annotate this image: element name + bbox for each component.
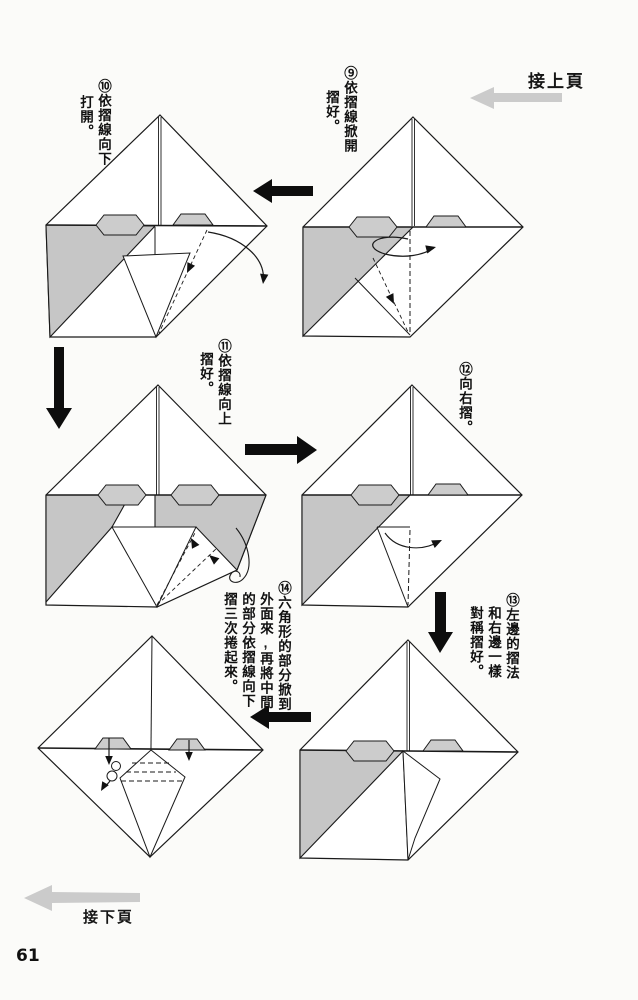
fold-line	[158, 229, 208, 334]
fold-arrow	[229, 527, 250, 583]
caption-line: 和右邊一樣	[486, 606, 501, 679]
step-12-caption: ⑫向右摺。	[455, 362, 473, 447]
hexagon-tab	[97, 484, 147, 506]
caption-line: 對稱摺好。	[468, 606, 483, 679]
caption-line: 摺好。	[324, 90, 339, 134]
step-13-diagram	[299, 639, 519, 861]
roll-curl-icon	[111, 761, 121, 771]
step-14-diagram	[37, 635, 264, 859]
hexagon-tab	[348, 216, 398, 238]
caption-line: 外面來,再將中間	[258, 592, 273, 710]
roll-curl-icon	[106, 770, 118, 782]
step-12-diagram	[301, 384, 523, 608]
step-10-diagram	[45, 114, 269, 339]
caption-line: ⑪依摺線向上	[216, 339, 231, 426]
trapezoid-tab	[168, 738, 206, 751]
fold-line	[407, 529, 411, 606]
prev-page-label: 接上頁	[528, 72, 585, 91]
caption-line: ⑬左邊的摺法	[504, 593, 519, 680]
step-14-caption: ⑭六角形的部分掀到 外面來,再將中間 的部分依摺線向下 摺三次捲起來。	[220, 581, 292, 726]
trapezoid-tab	[94, 737, 132, 750]
step-9-caption: ⑨依摺線掀開 摺好。	[322, 66, 358, 226]
hexagon-tab	[345, 740, 395, 762]
caption-line: 摺三次捲起來。	[222, 592, 237, 694]
step-13-caption: ⑬左邊的摺法 和右邊一樣 對稱摺好。	[466, 593, 520, 693]
trapezoid-tab	[422, 739, 464, 752]
hexagon-tab	[170, 484, 220, 506]
step-10-caption: ⑩依摺線向下 打開。	[76, 79, 112, 209]
caption-line: ⑭六角形的部分掀到	[276, 581, 291, 712]
next-page-label: 接下頁	[83, 909, 135, 926]
caption-line: 的部分依摺線向下	[240, 592, 255, 708]
caption-line: ⑫向右摺。	[457, 362, 472, 435]
trapezoid-tab	[172, 213, 214, 226]
step-11-diagram	[45, 384, 267, 609]
trapezoid-tab	[425, 215, 467, 228]
step-11-caption: ⑪依摺線向上 摺好。	[196, 339, 232, 467]
flap	[402, 749, 441, 861]
step-9-diagram	[302, 116, 524, 338]
caption-line: ⑨依摺線掀開	[342, 66, 357, 153]
hexagon-tab	[95, 214, 145, 236]
trapezoid-tab	[427, 483, 469, 496]
hexagon-tab	[350, 484, 400, 506]
caption-line: ⑩依摺線向下	[96, 79, 111, 166]
caption-line: 打開。	[78, 95, 93, 139]
page-number: 61	[16, 946, 40, 966]
caption-line: 摺好。	[198, 352, 213, 396]
